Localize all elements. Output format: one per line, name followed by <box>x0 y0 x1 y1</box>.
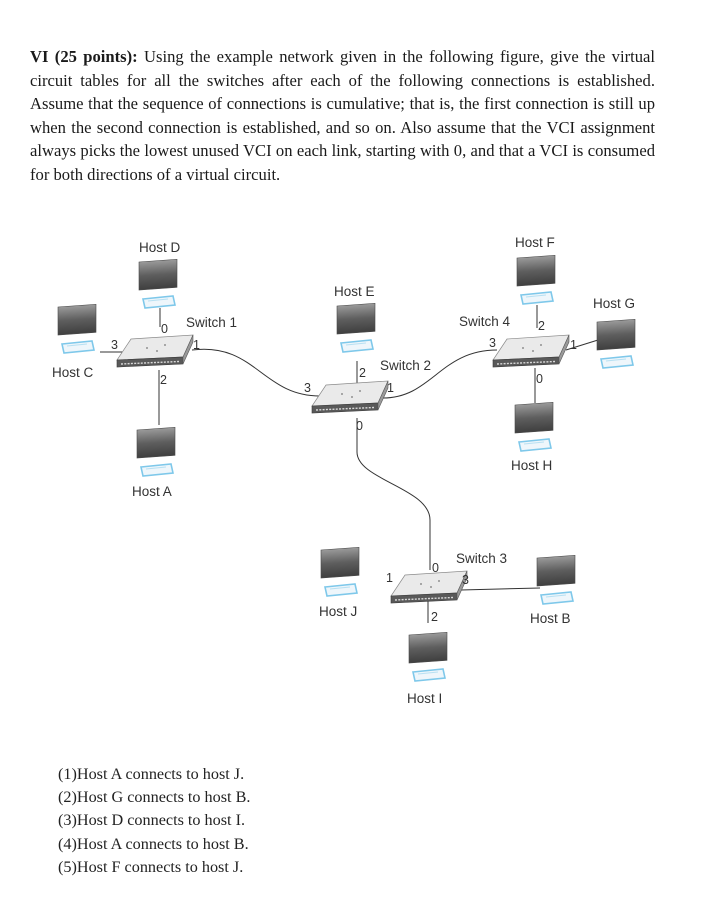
switch-1-port-3: 3 <box>111 338 118 352</box>
link-s4-hostG <box>565 339 599 351</box>
switch-3-port-1: 1 <box>386 571 393 585</box>
switch-2: Switch 2 2 1 0 3 <box>304 358 431 433</box>
host-j-label: Host J <box>319 604 357 619</box>
host-d: Host D <box>138 240 181 309</box>
host-h-label: Host H <box>511 458 552 473</box>
switch-1-label: Switch 1 <box>186 315 237 330</box>
switch-4-port-3: 3 <box>489 336 496 350</box>
switch-3-port-2: 2 <box>431 610 438 624</box>
host-e: Host E <box>334 284 376 353</box>
host-a: Host A <box>132 426 176 499</box>
connection-item-3: (3)Host D connects to host I. <box>58 811 246 830</box>
connection-item-4: (4)Host A connects to host B. <box>58 834 249 853</box>
host-g: Host G <box>593 296 636 369</box>
switch-2-port-3: 3 <box>304 381 311 395</box>
switch-4: Switch 4 2 3 1 0 <box>459 314 577 386</box>
host-e-label: Host E <box>334 284 375 299</box>
host-h: Host H <box>511 401 554 473</box>
switch-2-port-0: 0 <box>356 419 363 433</box>
network-links <box>100 305 599 623</box>
host-a-label: Host A <box>132 484 172 499</box>
host-c: Host C <box>52 303 97 380</box>
connection-item-5: (5)Host F connects to host J. <box>58 857 244 876</box>
host-b: Host B <box>530 554 576 626</box>
switch-3-port-0: 0 <box>432 561 439 575</box>
switch-3-port-3: 3 <box>462 573 469 587</box>
problem-statement: VI (25 points): Using the example networ… <box>30 45 655 186</box>
switch-4-label: Switch 4 <box>459 314 511 329</box>
problem-heading: VI (25 points): <box>30 47 138 66</box>
host-g-label: Host G <box>593 296 635 311</box>
link-s2-s3 <box>356 418 431 570</box>
host-b-label: Host B <box>530 611 571 626</box>
host-c-label: Host C <box>52 365 94 380</box>
switch-4-port-2: 2 <box>538 319 545 333</box>
switch-3: Switch 3 0 1 3 2 <box>386 551 507 624</box>
switch-1-port-1: 1 <box>193 338 200 352</box>
host-f-label: Host F <box>515 235 555 250</box>
switch-1-port-2: 2 <box>160 373 167 387</box>
switch-2-port-1: 1 <box>387 381 394 395</box>
host-i-label: Host I <box>407 691 442 706</box>
switch-3-label: Switch 3 <box>456 551 507 566</box>
switch-1: Switch 1 0 1 2 3 <box>111 315 237 387</box>
switch-2-label: Switch 2 <box>380 358 431 373</box>
connection-list: (1)Host A connects to host J. (2)Host G … <box>58 763 250 879</box>
switch-2-port-2: 2 <box>359 366 366 380</box>
problem-text: Using the example network given in the f… <box>30 47 655 184</box>
switch-4-port-0: 0 <box>536 372 543 386</box>
connection-item-2: (2)Host G connects to host B. <box>58 788 251 807</box>
switch-4-port-1: 1 <box>570 338 577 352</box>
host-j: Host J <box>319 546 360 619</box>
connection-item-1: (1)Host A connects to host J. <box>58 765 245 783</box>
switch-1-port-0: 0 <box>161 322 168 336</box>
link-s2-s4 <box>382 349 498 399</box>
host-d-label: Host D <box>139 240 181 255</box>
host-i: Host I <box>407 631 448 706</box>
host-f: Host F <box>515 235 556 305</box>
network-diagram: Host D Host C Host A Host E Host F Host … <box>52 235 636 706</box>
link-s1-s2 <box>191 348 321 397</box>
link-s3-hostB <box>460 587 541 591</box>
